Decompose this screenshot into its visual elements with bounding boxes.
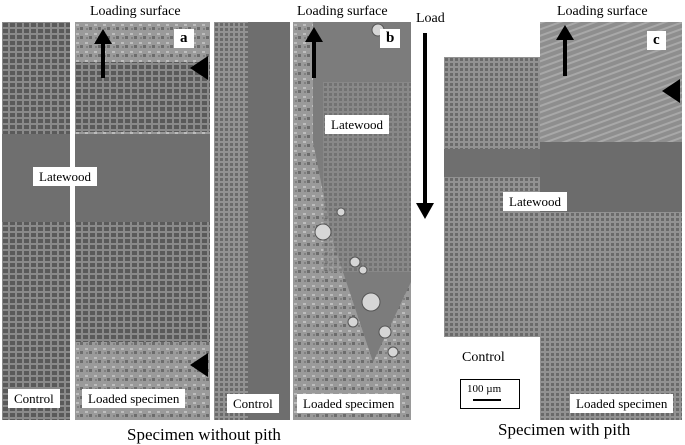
- arrow-up-icon: [94, 29, 112, 78]
- arrow-up-icon: [305, 27, 323, 78]
- loaded-specimen-label-a: Loaded specimen: [82, 389, 186, 408]
- load-label: Load: [416, 11, 445, 26]
- scale-bar-line: [473, 399, 501, 401]
- scale-bar: 100 µm: [460, 379, 520, 409]
- control-label-a: Control: [8, 389, 60, 408]
- resin-droplets: [314, 23, 399, 358]
- control-label-c: Control: [462, 350, 505, 365]
- marker-triangle-icon: [190, 56, 208, 80]
- marker-triangle-icon: [662, 79, 680, 103]
- marker-triangle-icon: [190, 353, 208, 377]
- loaded-specimen-label-c: Loaded specimen: [570, 394, 674, 413]
- arrow-up-icon: [556, 25, 574, 76]
- caption-without-pith: Specimen without pith: [127, 425, 281, 444]
- latewood-label-b: Latewood: [325, 115, 389, 134]
- loading-surface-label-b: Loading surface: [297, 4, 388, 19]
- scale-bar-label: 100 µm: [467, 383, 502, 395]
- micrograph-a-control: [2, 22, 70, 420]
- micrograph-c-loaded: [540, 22, 682, 420]
- loading-surface-label-c: Loading surface: [557, 4, 648, 19]
- latewood-label-c: Latewood: [503, 192, 567, 211]
- panel-letter-a: a: [174, 29, 194, 48]
- loaded-specimen-label-b: Loaded specimen: [297, 394, 401, 413]
- loading-surface-label-a: Loading surface: [90, 4, 181, 19]
- caption-with-pith: Specimen with pith: [498, 420, 631, 439]
- control-label-b: Control: [227, 394, 279, 413]
- micrograph-b-loaded: [293, 22, 411, 420]
- panel-letter-b: b: [380, 29, 401, 48]
- micrograph-a-loaded: [75, 22, 210, 420]
- micrograph-b-control: [214, 22, 290, 420]
- arrow-down-icon: [416, 33, 434, 219]
- panel-letter-c: c: [647, 31, 666, 50]
- latewood-label-a: Latewood: [33, 167, 97, 186]
